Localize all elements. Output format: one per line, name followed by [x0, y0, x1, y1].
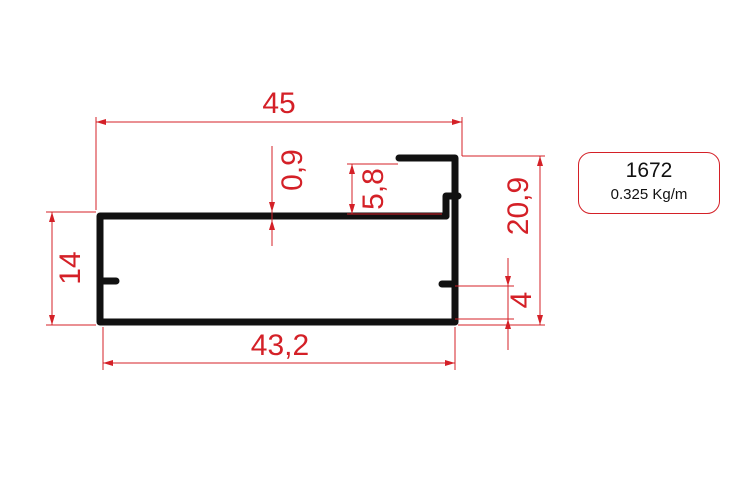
- profile-lip: [442, 192, 462, 220]
- dimension-groove-offset: 4: [455, 258, 538, 350]
- label-wall-thickness: 0,9: [276, 149, 309, 191]
- dimension-total-height: 20,9: [458, 155, 545, 326]
- dimension-overall-width: 45: [95, 87, 463, 210]
- product-weight: 0.325 Kg/m: [610, 186, 688, 203]
- dimension-inner-width: 43,2: [102, 327, 456, 370]
- product-code: 1672: [625, 159, 673, 182]
- label-lip-height: 5,8: [357, 168, 390, 210]
- dimension-lip-height: 5,8: [347, 163, 442, 215]
- label-total-height: 20,9: [502, 177, 535, 235]
- label-overall-width: 45: [262, 87, 295, 120]
- dimension-height: 14: [46, 211, 96, 326]
- aluminium-profile: [96, 154, 462, 326]
- label-inner-width: 43,2: [251, 329, 309, 362]
- product-info-card: 1672 0.325 Kg/m: [578, 152, 720, 214]
- dimension-wall-thickness: 0,9: [269, 146, 309, 246]
- label-height: 14: [54, 251, 87, 284]
- profile-outline: [96, 154, 459, 326]
- label-groove-offset: 4: [505, 292, 538, 309]
